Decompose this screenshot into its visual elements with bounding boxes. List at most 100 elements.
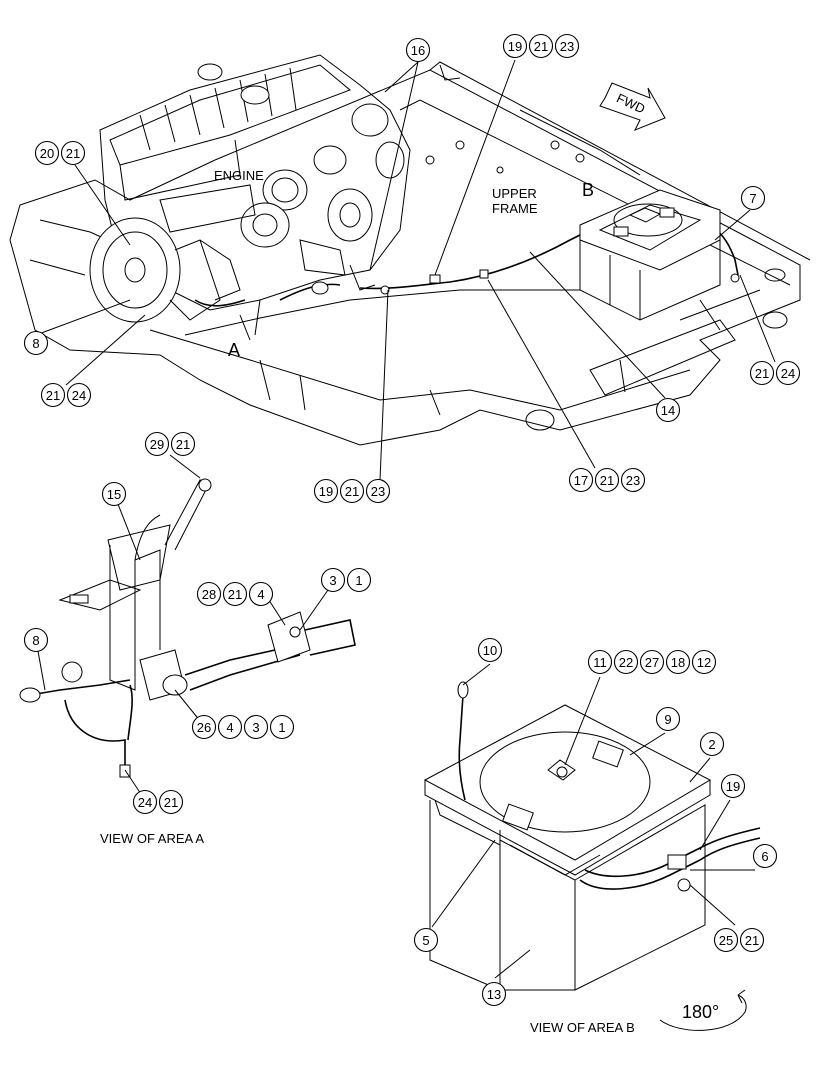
callout-view-b-8: 25 21 — [713, 927, 765, 953]
callout-circle — [365, 478, 391, 504]
callout-circle — [269, 714, 295, 740]
callout-circle — [158, 789, 184, 815]
callout-circle — [320, 567, 346, 593]
callout-circle — [346, 567, 372, 593]
callout-circle — [23, 330, 49, 356]
callout-view-b-5: 19 — [720, 773, 746, 799]
callout-number: 25 — [719, 933, 733, 948]
callout-view-b-4: 2 — [699, 731, 725, 757]
callout-circle — [413, 927, 439, 953]
callout-circle — [313, 478, 339, 504]
callout-circle — [699, 731, 725, 757]
callout-number: 21 — [745, 933, 759, 948]
callout-circle — [144, 431, 170, 457]
callout-circle — [587, 649, 613, 675]
callout-number: 21 — [345, 484, 359, 499]
callout-number: 17 — [574, 473, 588, 488]
callout-number: 1 — [355, 573, 362, 588]
callout-circle — [665, 649, 691, 675]
callout-number: 19 — [508, 39, 522, 54]
callout-number: 11 — [593, 655, 607, 670]
callout-circle — [655, 397, 681, 423]
callout-circle — [613, 649, 639, 675]
callout-number: 15 — [107, 487, 121, 502]
callout-number: 29 — [150, 437, 164, 452]
callout-circle — [40, 382, 66, 408]
callout-number: 12 — [697, 655, 711, 670]
callout-view-a-5: 8 — [23, 627, 49, 653]
callout-circle — [196, 581, 222, 607]
area-a-marker: A — [228, 340, 240, 360]
callout-number: 5 — [422, 933, 429, 948]
callout-view-b-6: 6 — [752, 843, 778, 869]
callout-main-1: 16 — [405, 37, 431, 63]
callout-circle — [752, 843, 778, 869]
callout-circle — [775, 360, 801, 386]
callout-number: 27 — [645, 655, 659, 670]
callout-number: 13 — [487, 987, 501, 1002]
area-b-marker: B — [582, 180, 594, 200]
callout-view-b-7: 5 — [413, 927, 439, 953]
callout-number: 10 — [483, 643, 497, 658]
callout-circle — [101, 481, 127, 507]
callout-number: 26 — [197, 720, 211, 735]
callout-number: 24 — [781, 366, 795, 381]
callout-circle — [191, 714, 217, 740]
callout-number: 19 — [319, 484, 333, 499]
callout-number: 24 — [138, 795, 152, 810]
callout-number: 21 — [66, 146, 80, 161]
callout-number: 4 — [257, 587, 264, 602]
callout-circle — [60, 140, 86, 166]
callout-number: 4 — [226, 720, 233, 735]
callout-circle — [477, 637, 503, 663]
callout-main-6: 21 24 — [40, 382, 92, 408]
callout-circle — [740, 185, 766, 211]
callout-number: 21 — [176, 437, 190, 452]
callout-view-a-2: 15 — [101, 481, 127, 507]
callout-circle — [502, 33, 528, 59]
callout-circle — [739, 927, 765, 953]
forward-arrow: FWD — [599, 82, 666, 131]
callout-circle — [339, 478, 365, 504]
callout-number: 24 — [72, 388, 86, 403]
callout-circle — [720, 773, 746, 799]
callout-view-b-3: 9 — [655, 706, 681, 732]
callout-number: 23 — [626, 473, 640, 488]
callout-view-b-1: 10 — [477, 637, 503, 663]
engine-drawing — [89, 54, 411, 341]
callout-number: 21 — [600, 473, 614, 488]
callout-circle — [243, 714, 269, 740]
callout-number: 7 — [749, 191, 756, 206]
view-b-title: VIEW OF AREA B — [530, 1020, 635, 1035]
callout-number: 3 — [252, 720, 259, 735]
callout-number: 14 — [661, 403, 675, 418]
main-leaders — [35, 59, 776, 481]
engine-label: ENGINE — [214, 168, 264, 183]
callout-number: 8 — [32, 336, 39, 351]
callout-number: 23 — [371, 484, 385, 499]
callout-main-8: 14 — [655, 397, 681, 423]
callout-main-9: 19 21 23 — [313, 478, 391, 504]
callout-number: 19 — [726, 779, 740, 794]
callout-circle — [639, 649, 665, 675]
callout-circle — [655, 706, 681, 732]
callout-number: 21 — [46, 388, 60, 403]
callout-number: 6 — [761, 849, 768, 864]
view-b-drawing — [423, 681, 761, 991]
callout-circle — [217, 714, 243, 740]
callout-number: 21 — [534, 39, 548, 54]
callout-number: 21 — [164, 795, 178, 810]
callout-number: 21 — [228, 587, 242, 602]
callout-number: 3 — [329, 573, 336, 588]
upper-frame-drawing — [9, 61, 811, 446]
view-a-drawing — [19, 478, 356, 778]
